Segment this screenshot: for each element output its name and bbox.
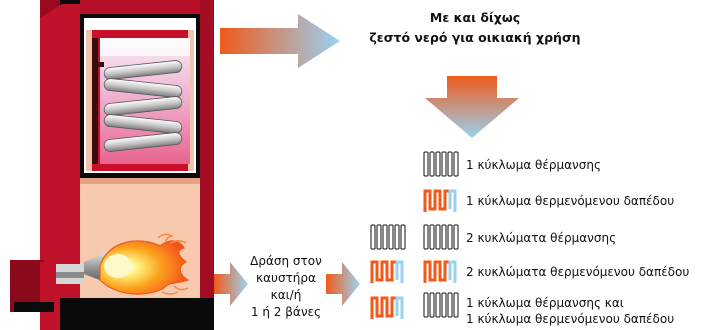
coil-icon: [103, 60, 183, 152]
radiator-icon: [423, 151, 461, 177]
hot-water-title-line1: Με και δίχως: [429, 10, 521, 25]
floor-heating-icon: [370, 294, 408, 320]
boiler-illustration: [0, 0, 240, 330]
option-label: 2 κυκλώματα θέρμανσης: [466, 231, 617, 245]
option-label: 1 κύκλωμα θέρμανσης και: [466, 296, 624, 310]
floor-heating-icon: [423, 258, 461, 284]
option-label: 1 κύκλωμα θερμενόμενου δαπέδου: [466, 194, 675, 208]
floor-heating-icon: [370, 258, 408, 284]
burner-action-line: και/ή: [270, 288, 302, 302]
burner-action-label: Δράση στον καυστήρα και/ή 1 ή 2 βάνες: [246, 253, 326, 321]
arrow-down-icon: [425, 76, 519, 138]
option-label: 1 κύκλωμα θερμενόμενου δαπέδου: [466, 312, 675, 326]
radiator-icon: [423, 292, 461, 318]
burner-action-line: 1 ή 2 βάνες: [250, 305, 322, 319]
floor-heating-icon: [423, 187, 461, 213]
burner-action-line: καυστήρα: [256, 271, 316, 285]
option-label: 1 κύκλωμα θέρμανσης: [466, 158, 601, 172]
option-label: 2 κυκλώματα θερμενόμενου δαπέδου: [466, 265, 690, 279]
arrow-to-burner-icon: [214, 262, 248, 306]
arrow-to-circuits-icon: [326, 262, 360, 306]
burner-action-line: Δράση στον: [250, 254, 322, 268]
arrow-to-hot-water-icon: [220, 14, 344, 68]
hot-water-title-line2: ζεστό νερό για οικιακή χρήση: [369, 30, 581, 45]
radiator-icon: [370, 224, 408, 250]
radiator-icon: [423, 224, 461, 250]
hot-water-title: Με και δίχως ζεστό νερό για οικιακή χρήσ…: [360, 8, 590, 48]
